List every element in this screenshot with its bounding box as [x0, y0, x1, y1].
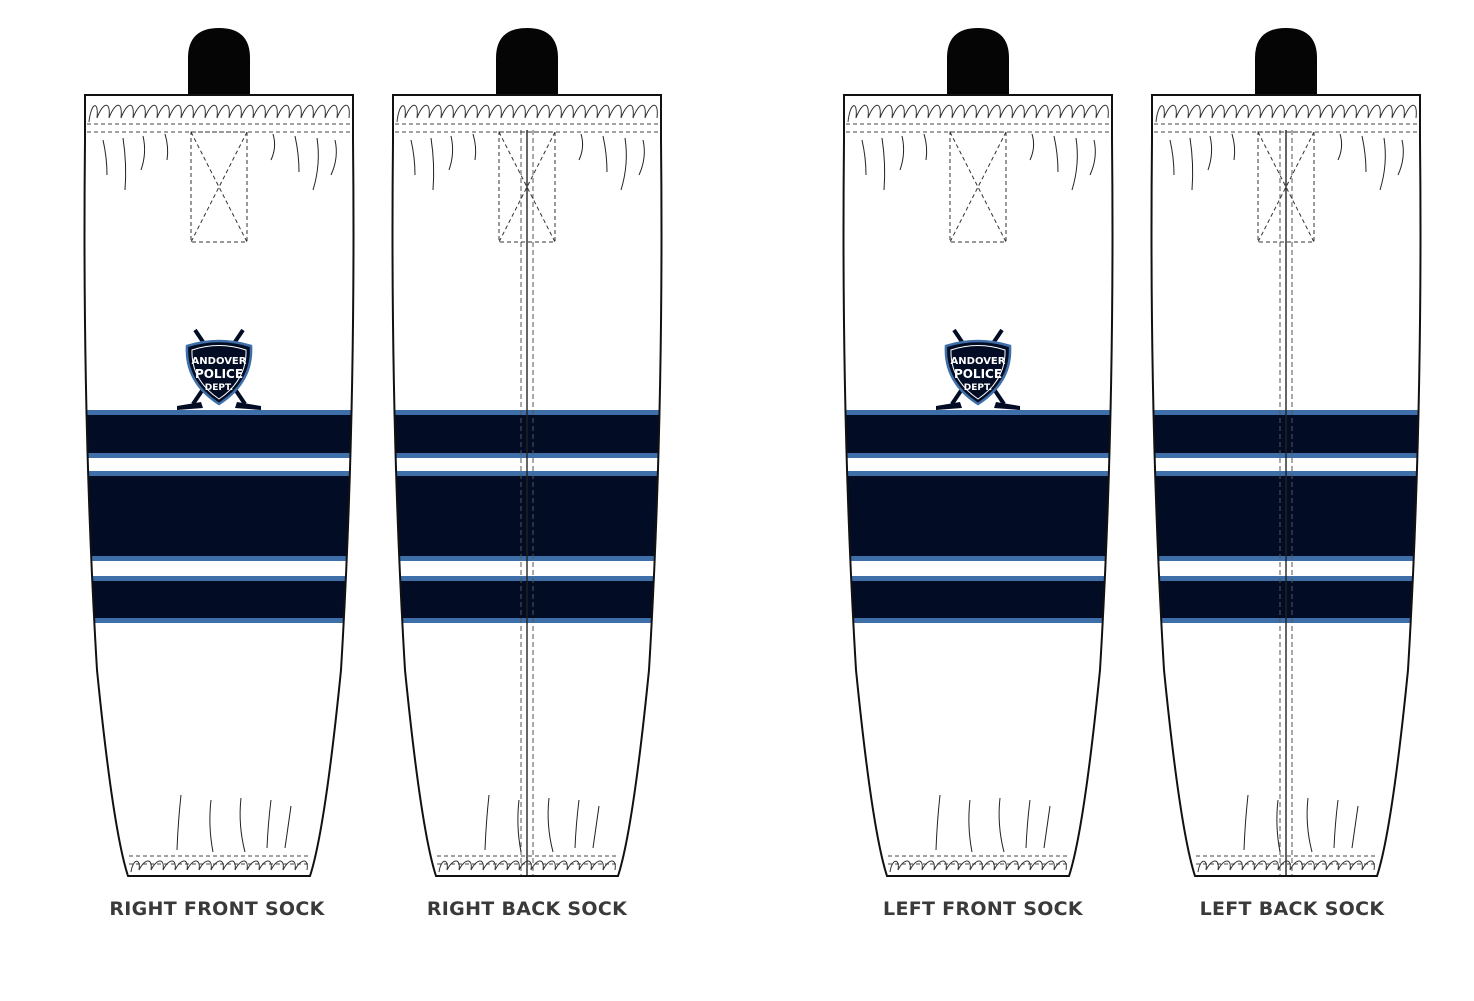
- stripe: [392, 581, 662, 618]
- sock-outline: [83, 94, 355, 877]
- back-seam: [520, 130, 534, 876]
- stripe: [1151, 453, 1421, 458]
- toe-cap: [947, 28, 1009, 96]
- stripe: [1151, 471, 1421, 476]
- stripe: [84, 556, 354, 561]
- fastener-tab: [1257, 131, 1315, 243]
- bottom-cuff-stitching: [888, 794, 1068, 873]
- stripe: [1151, 581, 1421, 618]
- stripe: [843, 581, 1113, 618]
- stripe: [84, 476, 354, 556]
- bottom-cuff-stitching: [437, 794, 617, 873]
- caption-left-back-sock: LEFT BACK SOCK: [1199, 898, 1385, 920]
- logo-text-line-2: POLICE: [195, 367, 243, 381]
- stripe: [843, 556, 1113, 561]
- stripe: [392, 410, 662, 415]
- shield-icon: [944, 339, 1012, 406]
- shield-inner-border: [950, 345, 1006, 400]
- toe-cap: [496, 28, 558, 96]
- stripe: [843, 471, 1113, 476]
- stripe: [392, 476, 662, 556]
- stripe: [84, 453, 354, 458]
- stripe: [843, 576, 1113, 581]
- stripe: [1151, 415, 1421, 453]
- fastener-tab: [190, 131, 248, 243]
- sock-outline: [842, 94, 1114, 877]
- caption-right-front-sock: RIGHT FRONT SOCK: [109, 898, 325, 920]
- stripe: [392, 453, 662, 458]
- stripe: [84, 410, 354, 415]
- stripe: [1151, 576, 1421, 581]
- stripe: [84, 576, 354, 581]
- stripe: [1151, 410, 1421, 415]
- logo-text-line-1: ANDOVER: [192, 356, 247, 367]
- stripe: [1151, 476, 1421, 556]
- stripe: [84, 471, 354, 476]
- back-seam: [1279, 130, 1293, 876]
- stripe: [843, 618, 1113, 623]
- stripe: [392, 576, 662, 581]
- stripe: [392, 471, 662, 476]
- stripe: [84, 618, 354, 623]
- top-cuff-stitching: [846, 104, 1110, 191]
- stripe-group: [84, 410, 354, 623]
- logo-text-line-2: POLICE: [954, 367, 1002, 381]
- stick-blade: [936, 402, 962, 410]
- stripe-group: [392, 410, 662, 623]
- shield-inner-border: [191, 345, 247, 400]
- top-cuff-stitching: [1154, 104, 1418, 191]
- shield-icon: [185, 339, 253, 406]
- stripe: [1151, 618, 1421, 623]
- stripe: [392, 415, 662, 453]
- caption-left-front-sock: LEFT FRONT SOCK: [883, 898, 1083, 920]
- stripe: [392, 618, 662, 623]
- sock-left-back: [1150, 28, 1422, 877]
- stick-blade: [177, 402, 203, 410]
- caption-right-back-sock: RIGHT BACK SOCK: [426, 898, 628, 920]
- stripe: [843, 476, 1113, 556]
- stripe: [843, 453, 1113, 458]
- stick-blade: [994, 402, 1020, 410]
- toe-cap: [188, 28, 250, 96]
- stripe: [843, 415, 1113, 453]
- stick-blade: [235, 402, 261, 410]
- fastener-tab: [498, 131, 556, 243]
- top-cuff-stitching: [395, 104, 659, 191]
- stripe: [84, 581, 354, 618]
- sock-outline: [391, 94, 663, 877]
- toe-cap: [1255, 28, 1317, 96]
- bottom-cuff-stitching: [1196, 794, 1376, 873]
- stripe: [1151, 556, 1421, 561]
- logo-text-line-3: DEPT.: [205, 383, 233, 393]
- stripe: [392, 556, 662, 561]
- sock-right-back: [391, 28, 663, 877]
- logo-text-line-1: ANDOVER: [951, 356, 1006, 367]
- stripe-group: [1151, 410, 1421, 623]
- logo-text-line-3: DEPT.: [964, 383, 992, 393]
- bottom-cuff-stitching: [129, 794, 309, 873]
- stripe-group: [843, 410, 1113, 623]
- stripe: [84, 415, 354, 453]
- sock-outline: [1150, 94, 1422, 877]
- top-cuff-stitching: [87, 104, 351, 191]
- fastener-tab: [949, 131, 1007, 243]
- stripe: [843, 410, 1113, 415]
